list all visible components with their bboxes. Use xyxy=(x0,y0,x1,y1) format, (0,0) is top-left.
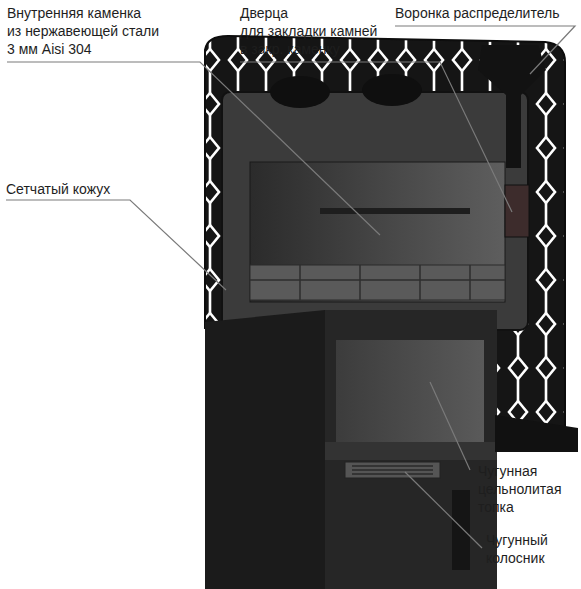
callout-label: Чугунная цельнолитая топка xyxy=(478,462,561,516)
callout-label: Воронка распределитель xyxy=(395,4,559,22)
funnel xyxy=(478,45,546,168)
firebox-front xyxy=(205,310,325,589)
stone-door xyxy=(505,185,529,237)
callout-label: Внутренняя каменка из нержавеющей стали … xyxy=(7,4,159,58)
stone-grate xyxy=(250,265,505,300)
base-plate xyxy=(495,415,578,452)
callout-label: Чугунный колосник xyxy=(486,531,548,567)
firebox-body xyxy=(325,310,497,589)
callout-label: Дверца для закладки камней в закр. камен… xyxy=(240,4,377,58)
callout-label: Сетчатый кожух xyxy=(6,180,110,198)
ash-grate xyxy=(345,462,440,478)
leader-lines xyxy=(6,26,575,548)
